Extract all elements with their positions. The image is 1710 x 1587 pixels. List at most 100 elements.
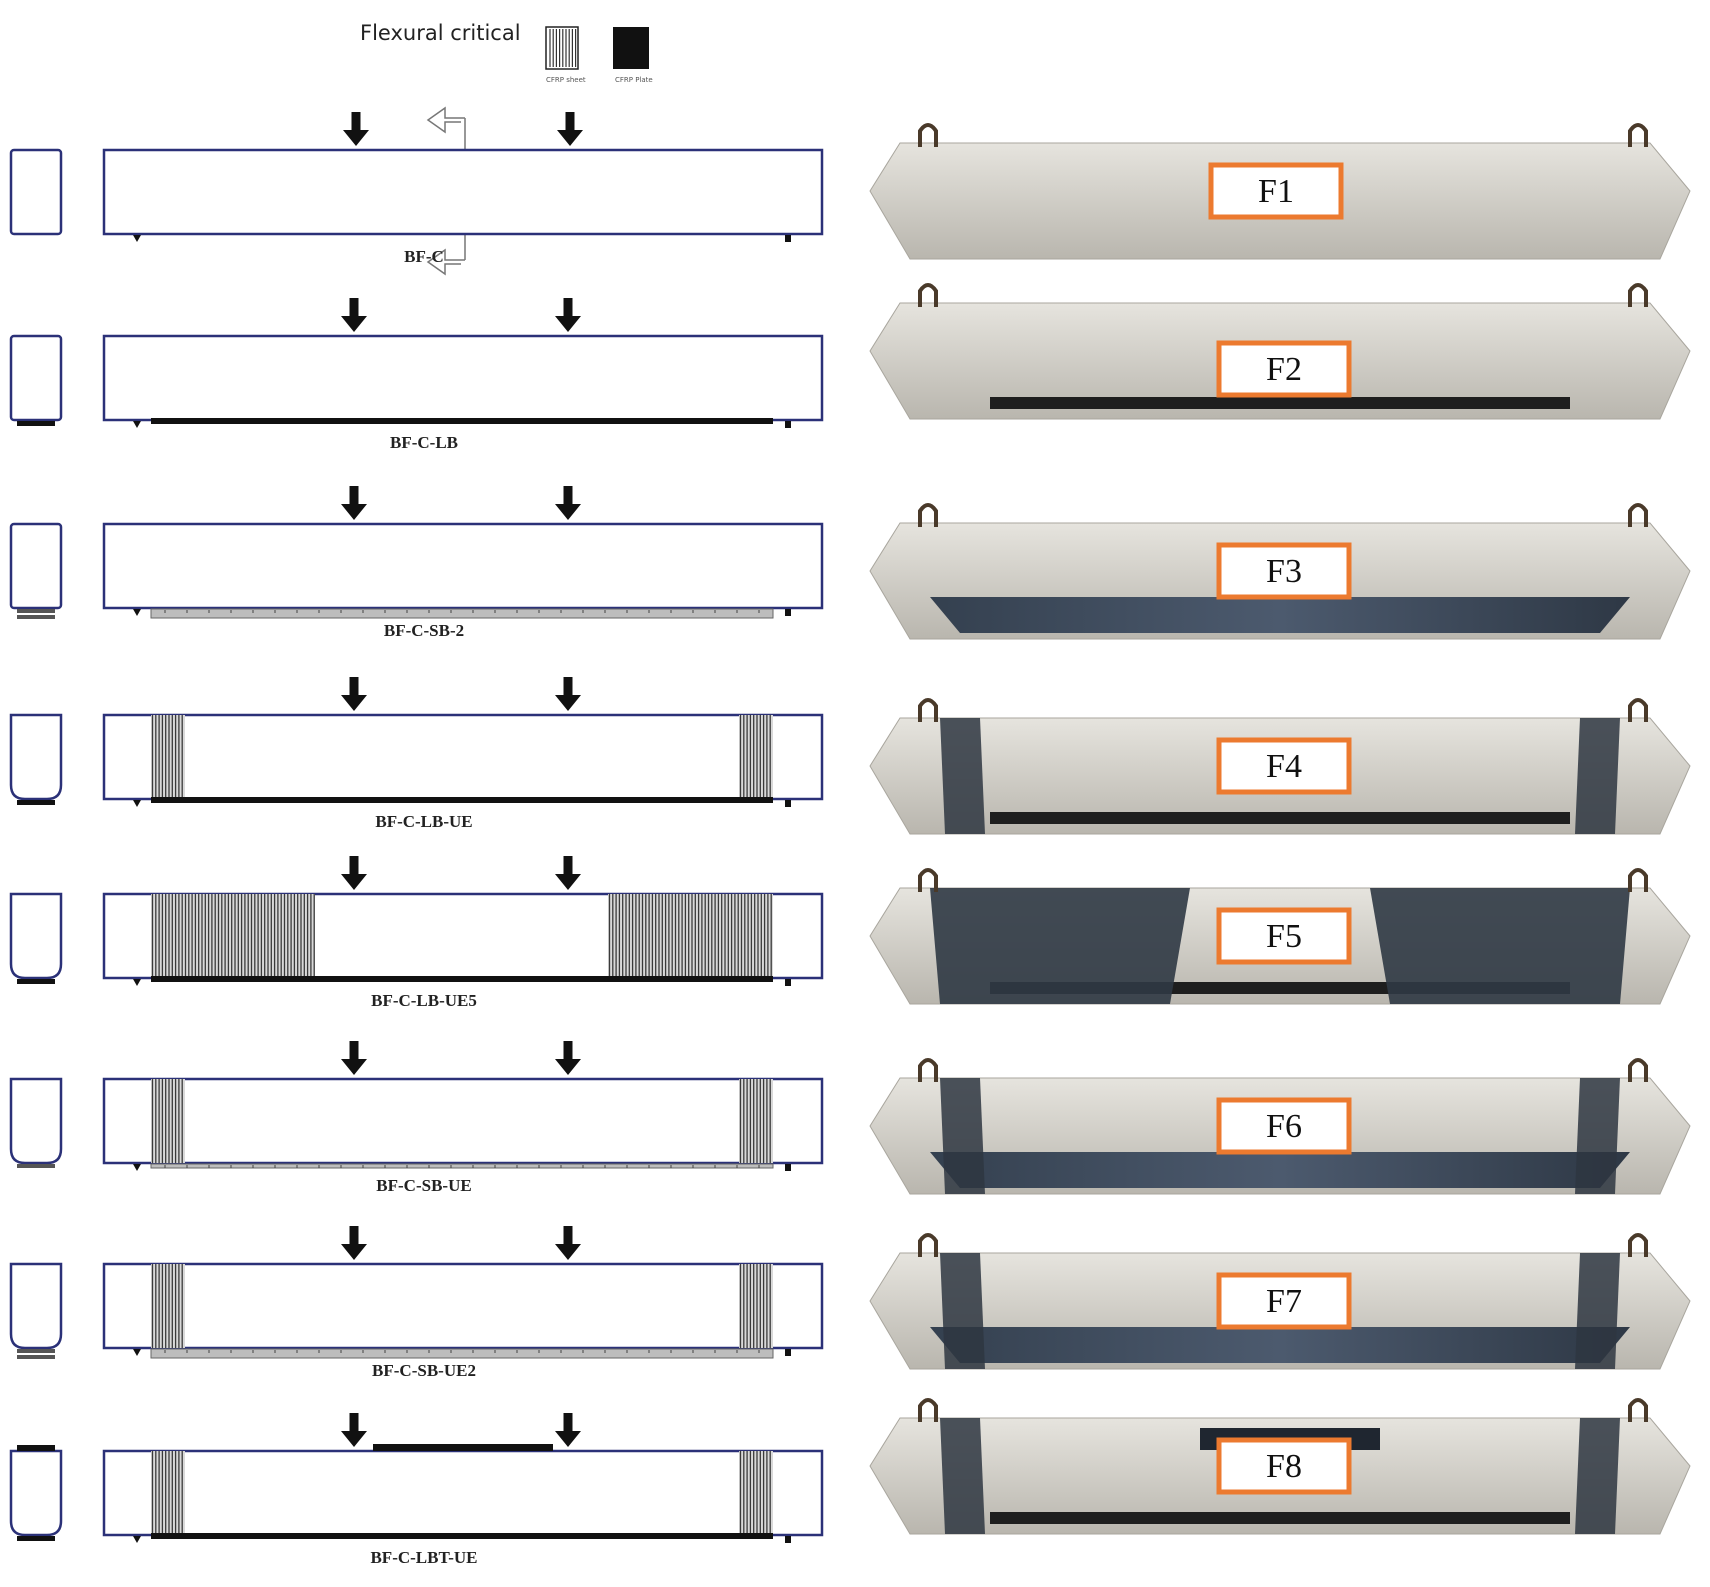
lifting-hook-icon <box>918 698 938 722</box>
specimen-label: BF-C-LB <box>390 433 458 452</box>
beam-outline <box>102 148 824 236</box>
specimen-label: BF-C-LB-UE5 <box>371 991 477 1010</box>
photo-cfrp-sheet <box>930 1327 1630 1363</box>
beam-elevation <box>102 334 824 428</box>
specimen-rows: BF-CF1BF-C-LBF2BF-C-SB-2F3BF-C-LB-UEF4BF… <box>9 112 1691 1567</box>
beam-elevation <box>102 148 824 242</box>
lifting-hook-icon <box>1628 1233 1648 1257</box>
photo-u-wrap <box>1370 888 1630 1004</box>
legend-sheet-label: CFRP sheet <box>546 76 586 84</box>
photo-label: F7 <box>1266 1283 1302 1320</box>
photo-label: F1 <box>1258 173 1294 210</box>
specimen-label: BF-C <box>404 247 444 266</box>
beam-elevation <box>102 522 824 619</box>
cross-section <box>9 148 63 236</box>
pin-support-icon <box>133 421 141 428</box>
load-arrow-icon <box>341 1041 367 1075</box>
u-wrap-band <box>151 1079 185 1163</box>
cross-section <box>9 892 63 984</box>
u-wrap-band <box>739 1264 773 1348</box>
section-cut-marker <box>426 106 466 276</box>
photo-label: F8 <box>1266 1448 1302 1485</box>
photo-u-wrap <box>930 888 1190 1004</box>
photo-u-wrap <box>940 1078 985 1194</box>
legend-title: Flexural critical <box>360 21 521 45</box>
section-sheet <box>17 609 55 613</box>
load-arrow-icon <box>555 1041 581 1075</box>
photo-label-box: F3 <box>1216 542 1352 600</box>
load-arrow-icon <box>555 1413 581 1447</box>
load-arrow-icon <box>341 298 367 332</box>
lifting-hook-icon <box>918 1058 938 1082</box>
section-sheet <box>17 1355 55 1359</box>
bottom-cfrp-plate <box>151 976 773 982</box>
photo-cfrp-plate <box>990 812 1570 824</box>
lifting-hook-icon <box>918 283 938 307</box>
section-sheet <box>17 1349 55 1353</box>
load-arrow-icon <box>555 298 581 332</box>
roller-support-icon <box>785 421 791 428</box>
section-plate <box>17 421 55 426</box>
u-wrap-band <box>739 1451 773 1535</box>
specimen-row: BF-C-SB-2F3 <box>9 486 1691 640</box>
specimen-row: BF-C-SB-UE2 F7 <box>9 1226 1691 1380</box>
pin-support-icon <box>133 800 141 807</box>
load-arrow-icon <box>555 486 581 520</box>
lifting-hook-icon <box>1628 123 1648 147</box>
u-wrap-band <box>739 715 773 799</box>
photo-label-box: F7 <box>1216 1272 1352 1330</box>
photo-cfrp-plate <box>990 397 1570 409</box>
photo-u-wrap <box>1575 1078 1620 1194</box>
pin-support-icon <box>133 235 141 242</box>
pin-support-icon <box>133 1164 141 1171</box>
section-plate <box>17 800 55 805</box>
lifting-hook-icon <box>1628 283 1648 307</box>
legend-plate-swatch <box>613 27 649 69</box>
load-arrow-icon <box>341 486 367 520</box>
bottom-cfrp-sheet <box>150 1163 774 1169</box>
beam-outline <box>102 713 824 801</box>
section-top-plate <box>17 1445 55 1451</box>
bottom-cfrp-sheet <box>150 608 774 619</box>
photo-cfrp-sheet <box>930 1152 1630 1188</box>
roller-support-icon <box>785 235 791 242</box>
load-arrow-icon <box>341 856 367 890</box>
top-cfrp-plate <box>373 1444 553 1451</box>
load-arrow-icon <box>555 1226 581 1260</box>
specimen-label: BF-C-SB-UE2 <box>372 1361 476 1380</box>
specimen-photo <box>869 868 1691 1005</box>
lifting-hook-icon <box>1628 503 1648 527</box>
photo-u-wrap <box>940 718 985 834</box>
lifting-hook-icon <box>918 1233 938 1257</box>
load-arrow-icon <box>555 677 581 711</box>
pin-support-icon <box>133 609 141 616</box>
specimen-label: BF-C-LB-UE <box>375 812 472 831</box>
photo-u-wrap <box>1575 1418 1620 1534</box>
photo-label-box: F1 <box>1208 162 1344 220</box>
specimen-label: BF-C-SB-UE <box>376 1176 471 1195</box>
photo-label: F5 <box>1266 918 1302 955</box>
load-arrow-icon <box>555 856 581 890</box>
lifting-hook-icon <box>1628 698 1648 722</box>
load-arrow-icon <box>557 112 583 146</box>
lifting-hook-icon <box>1628 1058 1648 1082</box>
cross-section <box>9 713 63 805</box>
pin-support-icon <box>133 1536 141 1543</box>
photo-u-wrap <box>1575 1253 1620 1369</box>
beam-elevation <box>102 1444 824 1543</box>
beam-outline <box>102 334 824 422</box>
specimen-row: BF-C F1 <box>9 112 1691 266</box>
roller-support-icon <box>785 1164 791 1171</box>
lifting-hook-icon <box>918 123 938 147</box>
specimen-row: BF-C-LB-UE5 F5 <box>9 856 1691 1010</box>
u-wrap-band <box>151 1264 185 1348</box>
beam-outline <box>102 1449 824 1537</box>
bottom-cfrp-sheet <box>150 1348 774 1359</box>
section-sheet <box>17 615 55 619</box>
roller-support-icon <box>785 1536 791 1543</box>
bottom-cfrp-plate <box>151 1533 773 1539</box>
cross-section <box>9 1445 63 1541</box>
load-arrow-icon <box>341 1413 367 1447</box>
photo-u-wrap <box>940 1418 985 1534</box>
